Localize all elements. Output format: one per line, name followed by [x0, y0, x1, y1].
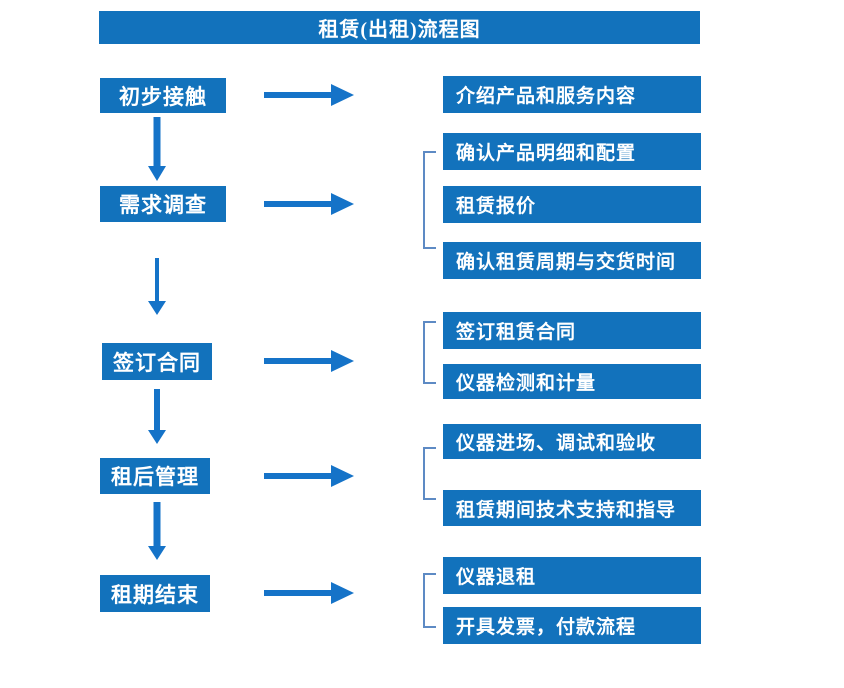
- stage-box-contract-signing: 签订合同: [102, 343, 212, 380]
- output-box-introduce-products: 介绍产品和服务内容: [443, 76, 701, 113]
- output-box-confirm-rental-period: 确认租赁周期与交货时间: [443, 242, 701, 279]
- arrow-down-icon: [148, 258, 166, 315]
- output-box-instrument-return: 仪器退租: [443, 557, 701, 594]
- group-bracket-rental-end-outputs: [423, 573, 436, 628]
- group-bracket-demand-survey-outputs: [423, 151, 436, 249]
- arrow-down-icon: [148, 117, 166, 181]
- arrow-right-icon: [264, 582, 354, 604]
- output-box-technical-support: 租赁期间技术支持和指导: [443, 490, 701, 526]
- output-box-confirm-product-details: 确认产品明细和配置: [443, 133, 701, 170]
- output-box-sign-rental-contract: 签订租赁合同: [443, 312, 701, 349]
- stage-box-demand-survey: 需求调查: [100, 186, 226, 222]
- arrow-right-icon: [264, 193, 354, 215]
- output-box-instrument-testing: 仪器检测和计量: [443, 364, 701, 399]
- output-box-invoice-payment: 开具发票，付款流程: [443, 607, 701, 644]
- group-bracket-management-outputs: [423, 447, 436, 500]
- arrow-right-icon: [264, 84, 354, 106]
- output-box-rental-quote: 租赁报价: [443, 186, 701, 223]
- stage-box-initial-contact: 初步接触: [100, 78, 226, 113]
- group-bracket-contract-outputs: [423, 321, 436, 384]
- stage-box-rental-end: 租期结束: [100, 575, 210, 612]
- arrow-down-icon: [148, 389, 166, 444]
- output-box-instrument-setup-acceptance: 仪器进场、调试和验收: [443, 424, 701, 459]
- title-bar: 租赁(出租)流程图: [99, 11, 700, 44]
- page-title: 租赁(出租)流程图: [318, 19, 481, 41]
- stage-box-post-rental-management: 租后管理: [100, 458, 210, 494]
- arrow-right-icon: [264, 465, 354, 487]
- arrow-down-icon: [148, 502, 166, 560]
- arrow-right-icon: [264, 350, 354, 372]
